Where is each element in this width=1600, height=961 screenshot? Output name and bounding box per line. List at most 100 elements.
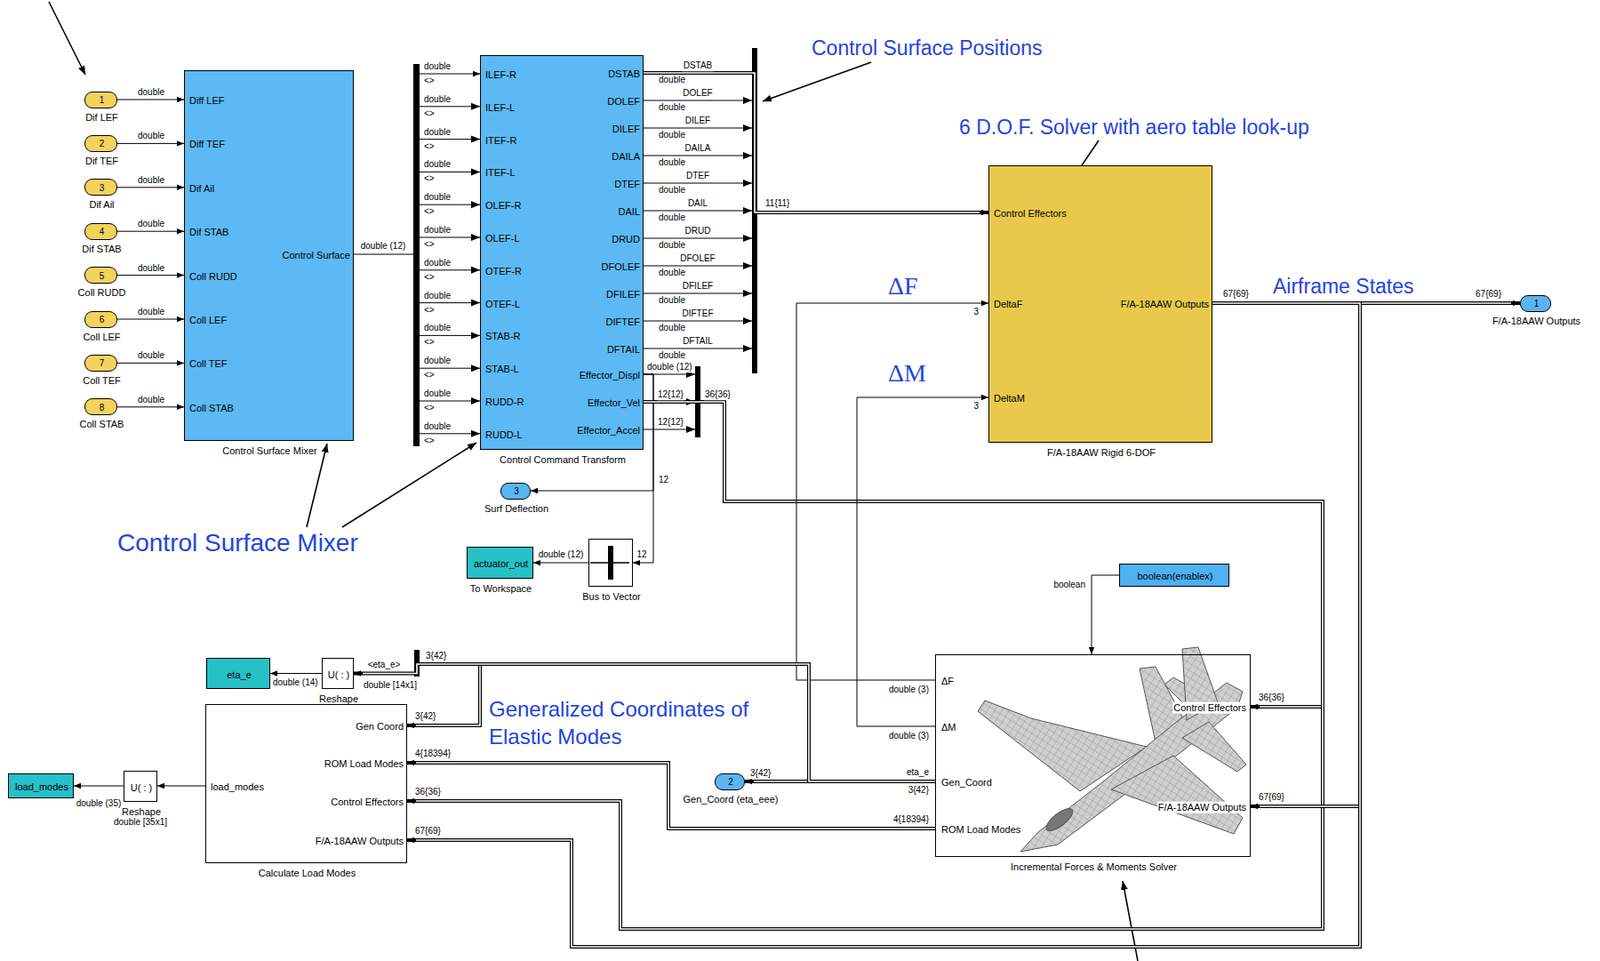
signal-label: double (423, 224, 452, 236)
bus-signal (643, 72, 989, 213)
port-label: Coll STAB (189, 401, 234, 414)
signal-wire (643, 429, 696, 431)
block-name: Gen_Coord (eta_eee) (682, 792, 778, 805)
signal-wire (419, 400, 480, 402)
inport: 8Coll STAB (84, 398, 118, 416)
signal-line (796, 303, 989, 680)
signal-line (117, 319, 184, 320)
port-label: DAILA (611, 151, 640, 163)
leader-arrow (48, 1, 86, 75)
signal-label: double (423, 355, 452, 367)
connector-path (270, 672, 322, 674)
signal-label: <> (423, 272, 436, 283)
signal-label: double (423, 94, 452, 105)
port-label: DOLEF (607, 96, 640, 108)
bus-bars (413, 48, 758, 677)
leader-arrow (306, 443, 328, 528)
signal-label: 3 (972, 306, 980, 318)
signal-label: <> (423, 369, 436, 381)
signal-label: DTEF (685, 170, 711, 182)
to-workspace-block: eta_e (206, 657, 271, 689)
signal-label: double (657, 240, 687, 251)
connector-path (73, 785, 124, 787)
port-label: U( : ) (130, 781, 152, 793)
signal-wire (419, 204, 480, 206)
port-label: OTEF-L (485, 297, 520, 310)
signal-wire (643, 348, 752, 350)
signal-label: double (423, 127, 452, 138)
signal-line (533, 562, 589, 564)
leader-arrow (1122, 880, 1138, 961)
block-name: Reshape (319, 693, 359, 705)
port-label: ILEF-L (485, 101, 515, 113)
signal-label: double (3) (888, 684, 930, 696)
mixer-block: Diff LEFDiff TEFDif AilDif STABColl RUDD… (184, 70, 354, 441)
signal-label: double (423, 257, 452, 269)
signal-wire (643, 293, 752, 295)
signal-label: <> (423, 141, 436, 152)
port-number: 2 (728, 776, 734, 788)
connector-path (157, 785, 206, 787)
to-workspace-block: load_modes (8, 773, 74, 799)
connector-path (117, 319, 184, 320)
connector-path (117, 186, 184, 188)
signal-label: 12 (635, 549, 648, 560)
port-label: STAB-L (485, 363, 520, 376)
outport: 1F/A-18AAW Outputs (1520, 295, 1552, 312)
signal-label: <eta_e> (367, 659, 402, 671)
annotation-text: Generalized Coordinates of Elastic Modes (488, 695, 765, 751)
signal-wire (643, 210, 752, 212)
reshape-block: U( : )Reshape (321, 657, 354, 689)
reshape-block: U( : )Reshape (123, 770, 158, 802)
port-label: OTEF-R (485, 264, 522, 277)
block-name: Surf Deflection (484, 502, 549, 514)
signal-line (270, 672, 322, 674)
signal-label: double (136, 87, 166, 98)
signal-label: 3{42} (749, 768, 772, 779)
bus-signal (1212, 303, 1360, 807)
port-label: F/A-18AAW Outputs (315, 835, 404, 848)
block-name: Coll LEF (82, 330, 120, 343)
port-number: 8 (99, 402, 105, 414)
block-name: Calculate Load Modes (258, 867, 356, 880)
signal-label: double (657, 350, 687, 361)
signal-label: 4{18394} (414, 748, 452, 760)
signal-label: DOLEF (681, 88, 713, 99)
inport: 4Dif STAB (84, 223, 118, 240)
port-number: 3 (513, 486, 520, 497)
port-label: DFILEF (606, 288, 640, 301)
annotation-text: 6 D.O.F. Solver with aero table look-up (959, 115, 1310, 139)
port-label: DeltaF (993, 298, 1023, 311)
constant-block: boolean(enablex) (1119, 563, 1230, 587)
signal-wire (643, 155, 752, 157)
inport: 5Coll RUDD (84, 266, 118, 284)
signal-wire (643, 183, 752, 184)
signal-label: double (14) (272, 677, 320, 688)
connector-path (117, 143, 184, 144)
port-label: ITEF-R (485, 134, 517, 146)
signal-label: double (136, 131, 166, 143)
signal-label: 3{42} (907, 784, 930, 796)
port-label: ITEF-L (485, 167, 516, 179)
signal-wire (643, 100, 752, 102)
signal-label: double (657, 267, 687, 279)
port-label: DAIL (618, 206, 640, 218)
signal-line (117, 99, 184, 101)
signal-label: DAILA (684, 143, 712, 154)
signal-label: <> (423, 174, 436, 185)
bus-inner-line (416, 664, 936, 782)
rigid-6dof-block: Control EffectorsDeltaFDeltaMF/A-18AAW O… (988, 165, 1213, 443)
signal-label: <> (423, 108, 436, 120)
outport: 2Gen_Coord (eta_eee) (714, 773, 745, 791)
port-label: eta_e (226, 668, 252, 680)
signal-label: <> (423, 435, 436, 447)
bus-signal (407, 664, 936, 782)
signal-line (117, 406, 184, 408)
connector-path (353, 73, 480, 255)
port-label: Dif Ail (189, 182, 215, 194)
signal-wire (419, 432, 480, 434)
incremental-solver-block: ΔFΔMGen_CoordROM Load ModesControl Effec… (935, 654, 1251, 857)
bus-inner-line (643, 72, 980, 213)
connector-path (856, 397, 989, 727)
